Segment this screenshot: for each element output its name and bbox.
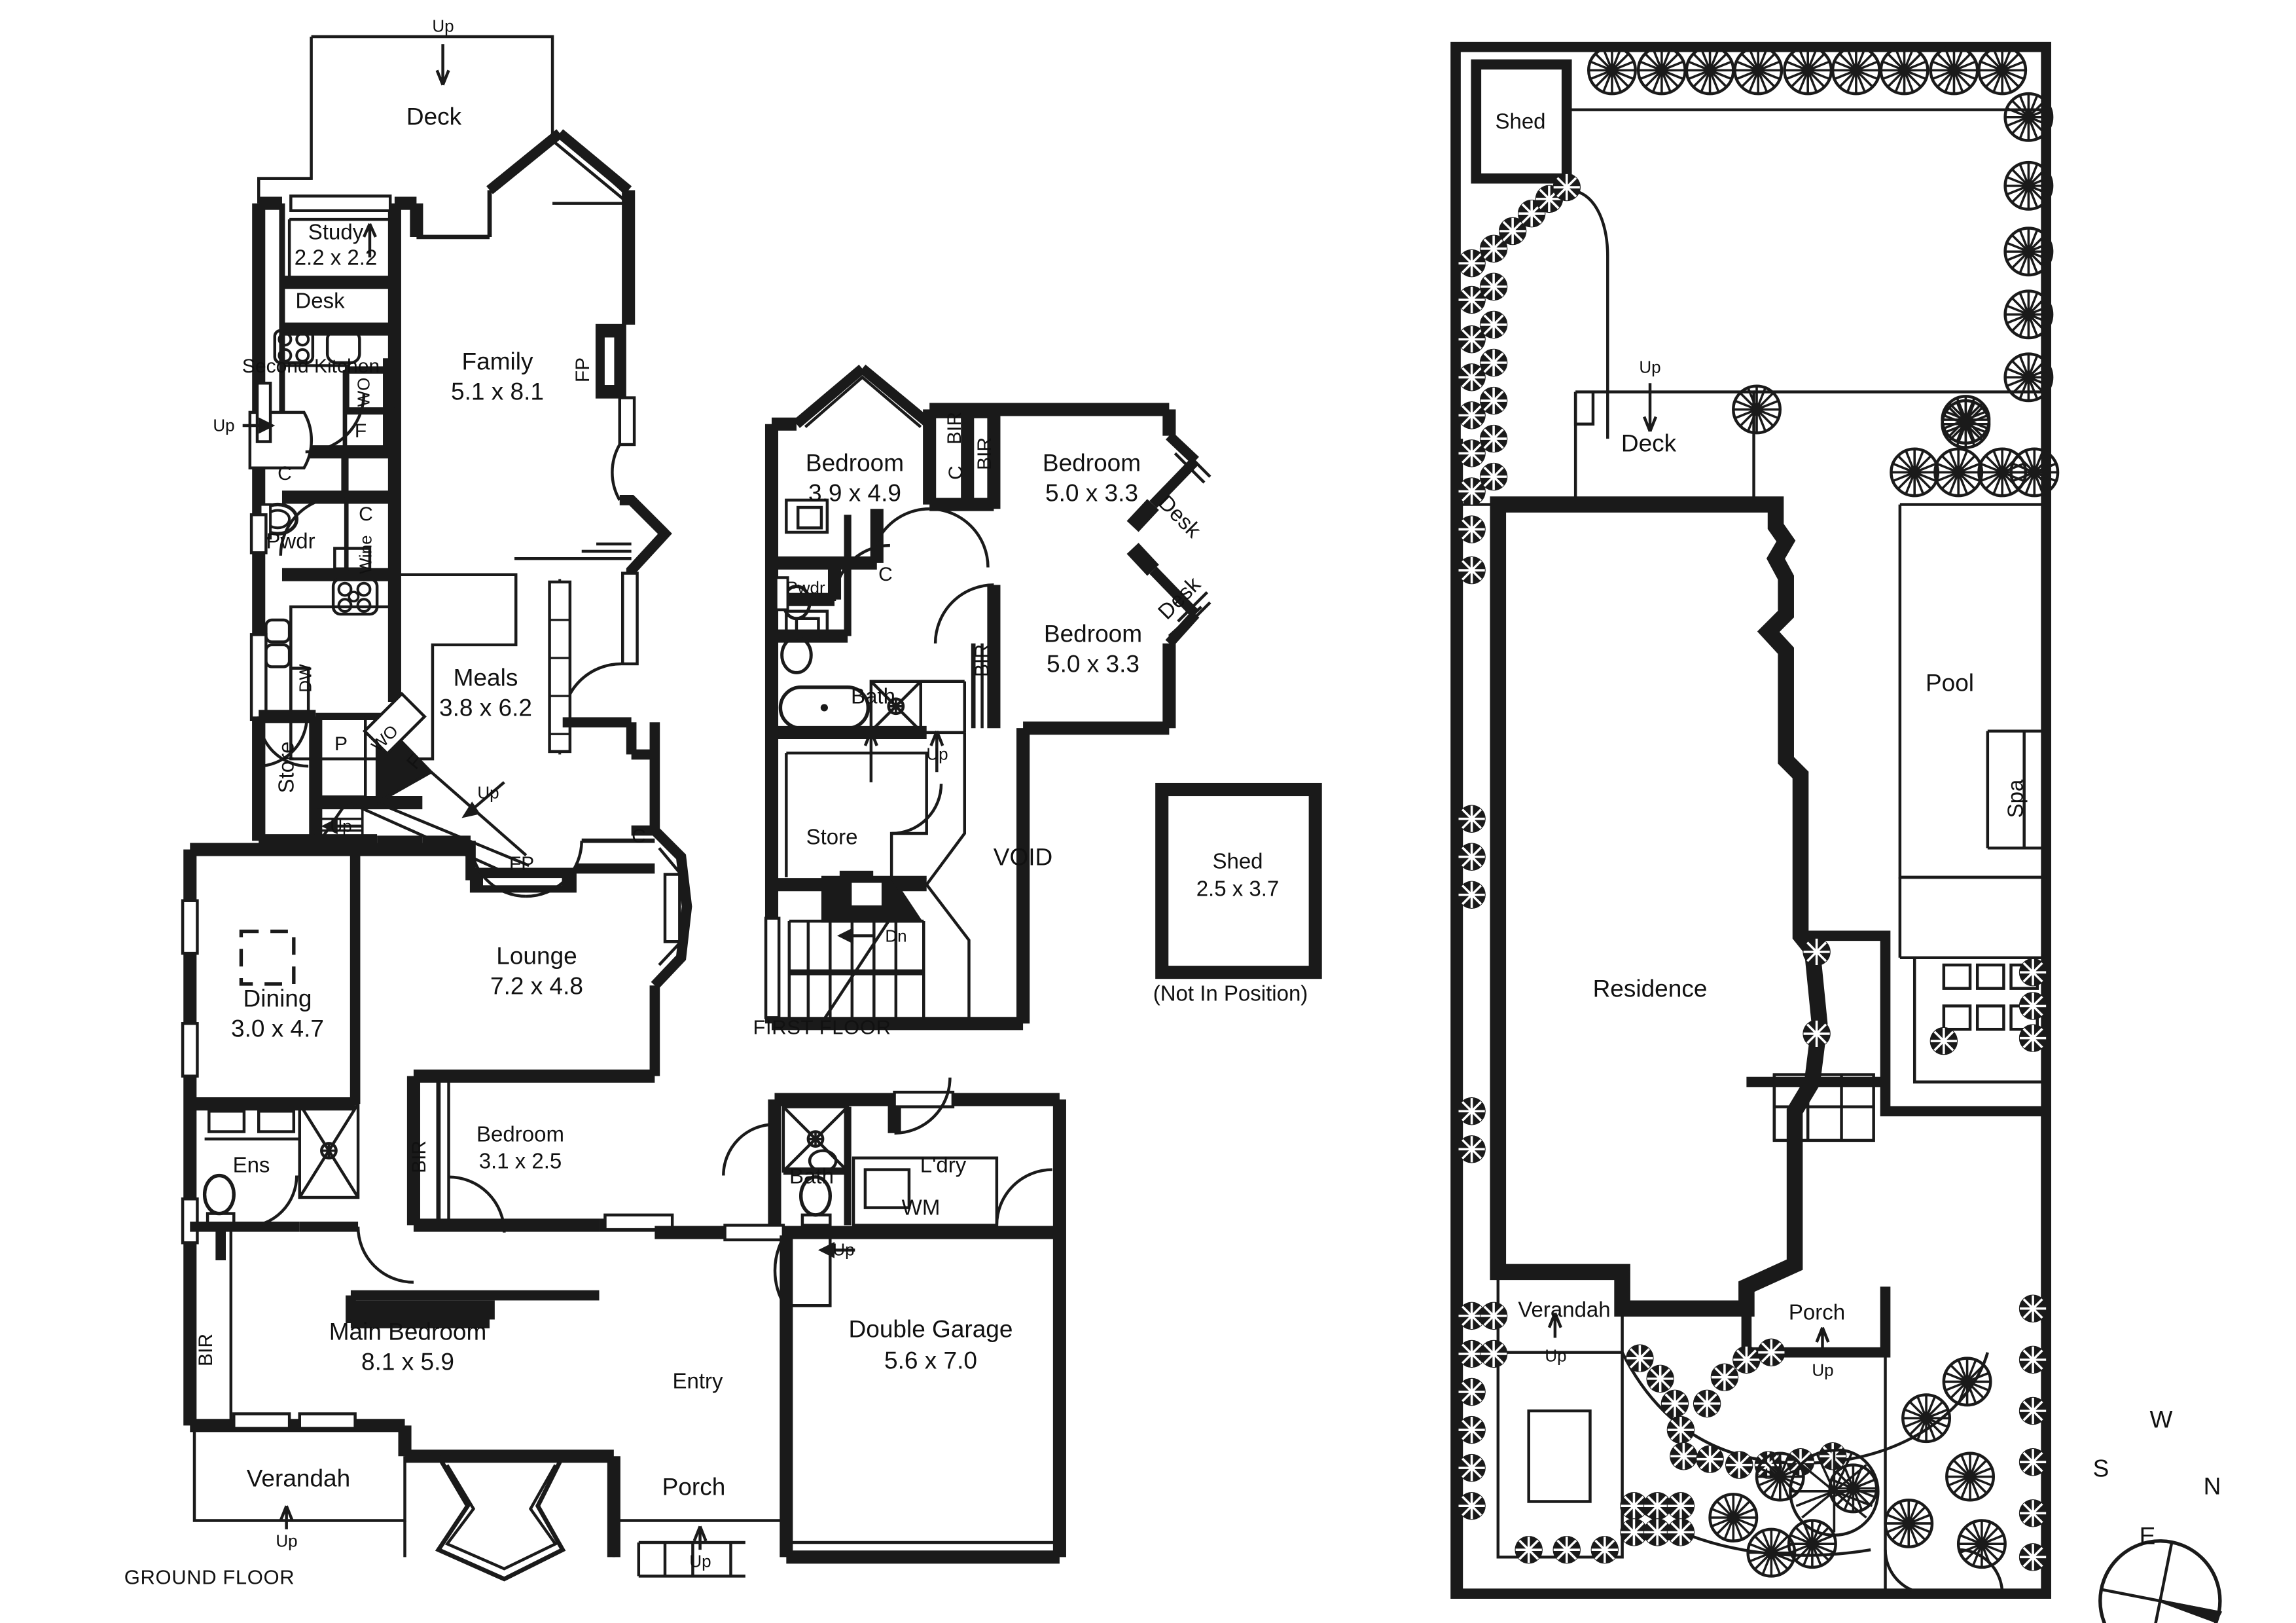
site-direction-up-porch: Up xyxy=(1812,1360,1834,1380)
site-label-shed: Shed xyxy=(1495,109,1546,134)
room-label-lounge: Lounge xyxy=(496,942,577,970)
room-dims-main-bedroom: 8.1 x 5.9 xyxy=(361,1348,454,1376)
room-label-desk-ground: Desk xyxy=(295,288,345,313)
direction-up-meals: Up xyxy=(477,782,499,803)
room-label-bedroom-3: Bedroom xyxy=(1043,620,1143,647)
room-label-second-kitchen: Second Kitchen xyxy=(242,356,380,378)
fixture-f-kitchen2: F xyxy=(354,420,367,443)
room-dims-family: 5.1 x 8.1 xyxy=(451,378,544,405)
site-label-deck: Deck xyxy=(1621,429,1677,457)
room-label-bedroom-1: Bedroom xyxy=(805,449,905,477)
caption-ground-floor: GROUND FLOOR xyxy=(124,1565,295,1589)
room-label-bedroom-2: Bedroom xyxy=(1042,449,1141,477)
fixture-bir-bed1-first: BIR xyxy=(944,411,966,445)
site-label-porch: Porch xyxy=(1788,1300,1846,1324)
direction-up-porch: Up xyxy=(689,1551,711,1571)
fixture-fp-family: FP xyxy=(572,357,594,383)
fixture-c-bed-first: C xyxy=(945,465,967,480)
room-dims-bedroom-1: 3.9 x 4.9 xyxy=(808,479,901,507)
compass-rose xyxy=(2098,1539,2223,1623)
room-dims-lounge: 7.2 x 4.8 xyxy=(490,972,583,1000)
room-dims-bedroom-small: 3.1 x 2.5 xyxy=(478,1148,562,1173)
room-dims-double-garage: 5.6 x 7.0 xyxy=(884,1347,977,1374)
room-label-store-first: Store xyxy=(806,824,858,849)
room-label-bath-ground: Bath xyxy=(789,1163,834,1188)
fixture-bir-bed2: BIR xyxy=(408,1140,431,1174)
fixture-pantry: P xyxy=(334,733,348,756)
fixture-bir-bed3-first: BIR xyxy=(971,644,994,678)
fixture-c-hall-first: C xyxy=(878,564,893,586)
room-label-entry: Entry xyxy=(672,1368,723,1393)
direction-up-ldry: Up xyxy=(833,1239,855,1260)
room-label-meals: Meals xyxy=(453,664,518,691)
fixture-fp-lounge: FP xyxy=(509,853,535,875)
site-label-spa: Spa xyxy=(2003,779,2028,818)
fixture-c-hall-2: C xyxy=(359,503,373,526)
fixture-dw: DW xyxy=(295,664,315,693)
direction-up-verandah: Up xyxy=(276,1531,298,1551)
site-label-residence: Residence xyxy=(1592,975,1708,1002)
compass-label-south: S xyxy=(2092,1455,2109,1482)
room-dims-study: 2.2 x 2.2 xyxy=(294,245,378,270)
room-label-double-garage: Double Garage xyxy=(848,1315,1013,1343)
detached-shed-geometry xyxy=(1155,782,1322,979)
room-dims-meals: 3.8 x 6.2 xyxy=(439,694,532,721)
room-label-verandah-ground: Verandah xyxy=(246,1465,351,1492)
fixture-wm: WM xyxy=(901,1195,941,1220)
direction-dn-first: Dn xyxy=(885,926,907,946)
room-label-porch-ground: Porch xyxy=(662,1473,726,1501)
direction-up-kitchen2: Up xyxy=(213,415,235,435)
compass-label-north: N xyxy=(2203,1472,2221,1500)
room-dims-dining: 3.0 x 4.7 xyxy=(231,1015,324,1042)
room-label-bedroom-small: Bedroom xyxy=(476,1122,564,1146)
room-label-pwdr-ground: Pwdr xyxy=(266,528,315,553)
direction-up-first: Up xyxy=(926,744,948,764)
room-label-store-ground: Store xyxy=(274,741,298,793)
fixture-c-lounge: C xyxy=(632,826,646,848)
room-label-family: Family xyxy=(461,348,533,375)
fixture-wine: Wine xyxy=(355,535,376,574)
fixture-c-hall-1: C xyxy=(278,463,292,485)
site-direction-up-verandah: Up xyxy=(1545,1345,1567,1366)
ground-floor-geometry xyxy=(181,35,1066,1582)
site-label-pool: Pool xyxy=(1925,669,1975,697)
detached-shed-label: Shed xyxy=(1212,848,1263,873)
room-label-pwdr-first: Pwdr xyxy=(786,577,825,598)
direction-up-stair-g: Up xyxy=(330,816,352,836)
detached-shed-dims: 2.5 x 3.7 xyxy=(1196,876,1280,901)
specimen-tree xyxy=(1789,1448,1880,1537)
compass-label-west: W xyxy=(2149,1406,2173,1433)
compass-label-east: E xyxy=(2139,1522,2156,1550)
first-floor-geometry xyxy=(764,364,1211,1030)
fixture-wo-kitchen2: WO xyxy=(353,377,374,407)
site-direction-up-deck: Up xyxy=(1639,357,1661,377)
caption-first-floor: FIRST FLOOR xyxy=(753,1015,891,1039)
fixture-bir-bed2-first: BIR xyxy=(974,437,996,471)
direction-arrows xyxy=(242,44,1830,1550)
room-label-main-bedroom: Main Bedroom xyxy=(329,1318,487,1345)
room-label-dining: Dining xyxy=(243,985,312,1012)
fixture-bir-main: BIR xyxy=(195,1333,217,1367)
site-label-verandah: Verandah xyxy=(1518,1297,1611,1322)
room-label-void: VOID xyxy=(993,843,1053,871)
room-label-study: Study xyxy=(308,219,364,244)
site-plan-geometry xyxy=(1450,41,2058,1599)
room-label-ldry: L'dry xyxy=(920,1152,967,1177)
direction-up-deck: Up xyxy=(432,16,454,36)
room-dims-bedroom-3: 5.0 x 3.3 xyxy=(1047,650,1139,678)
room-label-bath-first: Bath xyxy=(851,684,895,708)
detached-shed-note: (Not In Position) xyxy=(1153,981,1308,1006)
room-label-deck: Deck xyxy=(406,103,462,130)
room-dims-bedroom-2: 5.0 x 3.3 xyxy=(1045,479,1138,507)
room-label-ens: Ens xyxy=(232,1152,270,1177)
